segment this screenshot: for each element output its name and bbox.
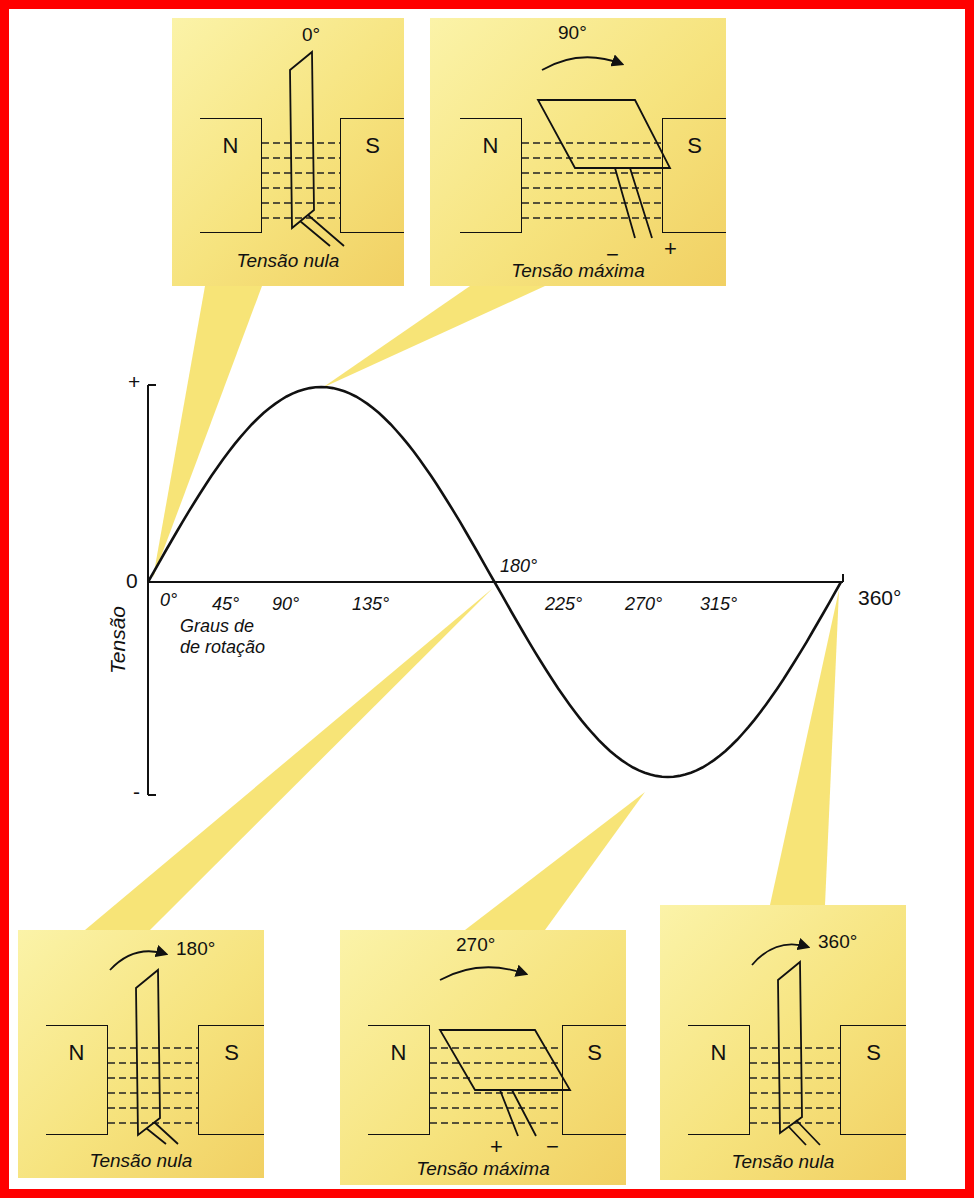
axis-label: Graus de de rotação	[180, 616, 266, 657]
generator-panel: 90°−+Tensão máximaNS	[430, 18, 726, 286]
axis-label: +	[128, 370, 140, 394]
angle-label: 270°	[456, 934, 495, 956]
south-pole: S	[340, 118, 404, 233]
polarity-sign: +	[490, 1134, 503, 1160]
generator-panel: 0° Tensão nula N S	[172, 18, 404, 286]
pole-letter: N	[200, 119, 261, 159]
angle-label: 360°	[818, 931, 857, 953]
north-pole: N	[200, 118, 262, 233]
generator-panel: 360° Tensão nula N S	[660, 905, 906, 1180]
pointer-arrows	[85, 286, 839, 930]
generator-panel: 180° Tensão nula N S	[18, 930, 264, 1178]
axis-label: 45°	[212, 594, 239, 615]
north-pole: N	[688, 1025, 750, 1135]
generator-panel: 270° + −Tensão máxima N S	[340, 930, 626, 1185]
pole-letter: S	[341, 119, 404, 159]
axis-label: 360°	[858, 586, 901, 610]
pole-letter: N	[460, 119, 521, 159]
axis-label: 0	[126, 569, 138, 593]
pole-letter: S	[563, 1026, 626, 1066]
axis-label: 225°	[545, 594, 582, 615]
north-pole: N	[46, 1025, 108, 1135]
axis-label: 135°	[352, 594, 389, 615]
voltage-caption: Tensão nula	[18, 1150, 264, 1172]
sine-curve	[148, 387, 841, 777]
axis-label: 0°	[160, 590, 177, 611]
axis-label: 315°	[700, 594, 737, 615]
pole-letter: S	[199, 1026, 264, 1066]
pointer-arrow	[465, 792, 645, 930]
axis-label: 270°	[625, 594, 662, 615]
voltage-axis	[148, 385, 156, 795]
pole-letter: S	[663, 119, 726, 159]
south-pole: S	[662, 118, 726, 233]
north-pole: N	[460, 118, 522, 233]
pole-letter: N	[688, 1026, 749, 1066]
axis-label: -	[133, 780, 140, 804]
voltage-caption: Tensão máxima	[340, 1158, 626, 1180]
voltage-caption: Tensão nula	[172, 250, 404, 272]
angle-label: 180°	[176, 938, 215, 960]
south-pole: S	[198, 1025, 264, 1135]
pole-letter: N	[46, 1026, 107, 1066]
pole-letter: S	[841, 1026, 906, 1066]
rotation-axis	[148, 574, 843, 582]
pointer-arrow	[322, 286, 545, 388]
polarity-sign: +	[664, 236, 677, 262]
voltage-caption: Tensão nula	[660, 1151, 906, 1173]
voltage-caption: Tensão máxima	[430, 260, 726, 282]
axis-label: 90°	[272, 594, 299, 615]
pointer-arrow	[770, 590, 839, 905]
axis-label: Tensão	[106, 606, 130, 674]
south-pole: S	[840, 1025, 906, 1135]
pointer-arrow	[85, 588, 493, 930]
south-pole: S	[562, 1025, 626, 1135]
axis-label: 180°	[500, 556, 537, 577]
angle-label: 0°	[302, 24, 320, 46]
pole-letter: N	[368, 1026, 429, 1066]
angle-label: 90°	[558, 22, 587, 44]
coil-illustration	[430, 18, 726, 286]
coil-illustration	[340, 930, 626, 1185]
north-pole: N	[368, 1025, 430, 1135]
polarity-sign: −	[546, 1134, 559, 1160]
